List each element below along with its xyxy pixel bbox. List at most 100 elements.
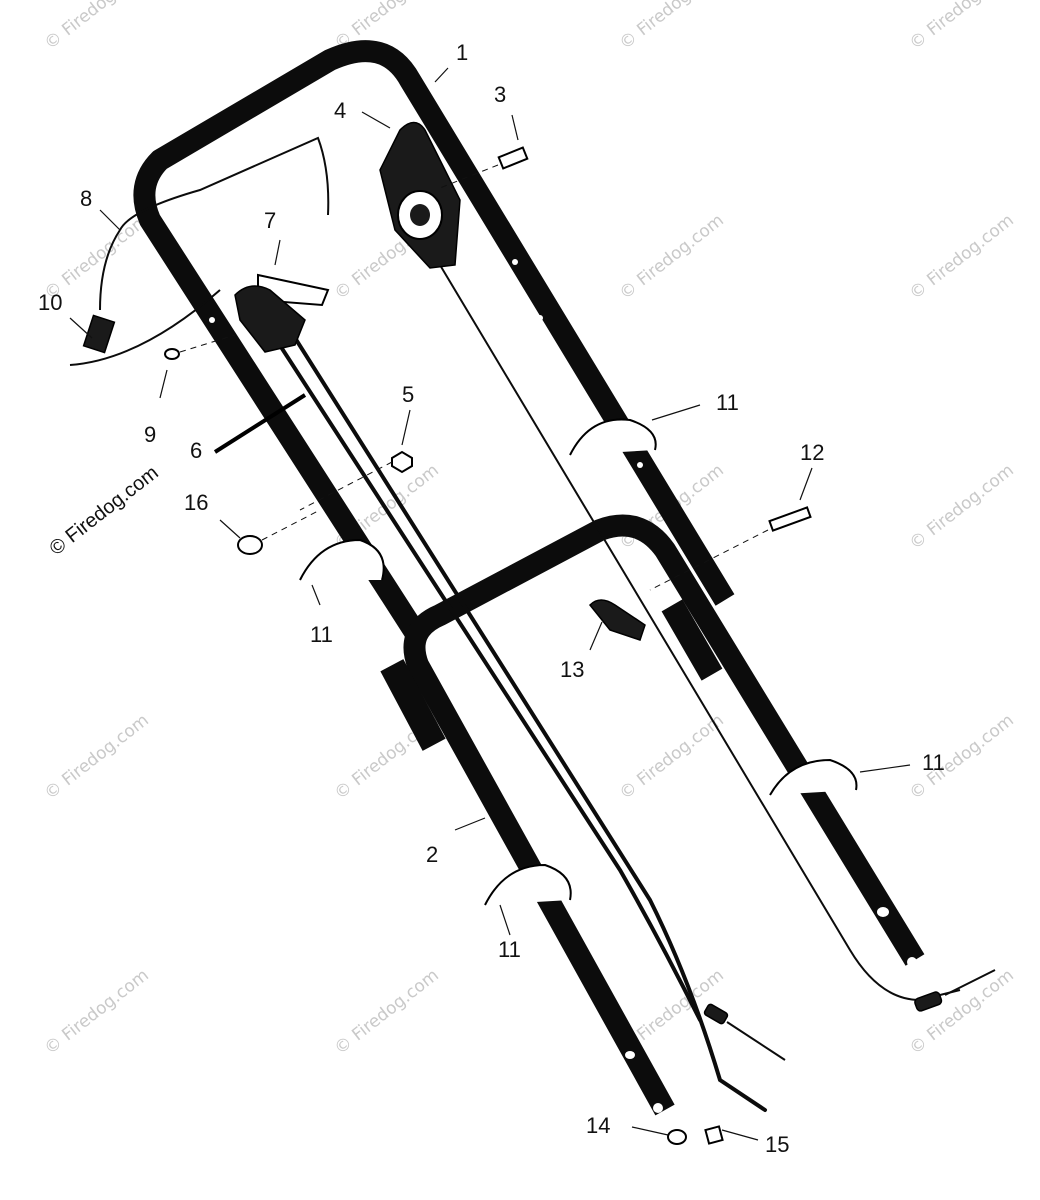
callout-3: 3 (494, 82, 506, 107)
screw-part-9 (164, 334, 236, 360)
leader-line (799, 467, 813, 501)
leader-line (589, 621, 603, 651)
callout-11b: 11 (310, 622, 333, 647)
screw-centerline (179, 334, 236, 353)
knob-centerline (261, 509, 321, 541)
leader-line (99, 209, 121, 231)
cable-end-fitting (703, 1003, 729, 1025)
tube-hole (282, 462, 288, 468)
callout-6: 6 (190, 438, 202, 463)
knob-part-13 (588, 599, 646, 641)
cable-clip (299, 538, 385, 581)
callout-13: 13 (560, 657, 584, 682)
leader-line (511, 114, 519, 141)
leader-line (274, 239, 281, 266)
screw-head (164, 348, 180, 360)
cable-left-a (268, 328, 702, 1022)
lower-handle (380, 514, 925, 1116)
lever-housing (234, 285, 306, 353)
leader-line (159, 369, 168, 399)
leader-line (69, 317, 93, 339)
bolt-head (497, 146, 529, 170)
leader-line (454, 817, 486, 831)
tube-slot (625, 1051, 635, 1059)
knob-part-16 (237, 509, 321, 555)
watermark: © Firedog.com (906, 965, 1018, 1059)
watermark: © Firedog.com (616, 210, 728, 304)
bolt-part-12 (649, 506, 812, 591)
rod-part-6 (213, 393, 307, 454)
nut-part-14 (667, 1129, 687, 1145)
callout-labels: 1 2 3 4 5 6 7 8 9 10 11 11 11 11 12 13 1… (38, 40, 945, 1157)
tube-hole (259, 425, 265, 431)
callout-1: 1 (456, 40, 468, 65)
callout-7: 7 (264, 208, 276, 233)
callout-2: 2 (426, 842, 438, 867)
nut-part-5 (299, 450, 413, 511)
tube-hole (537, 315, 543, 321)
bolt-centerline (649, 529, 769, 591)
leader-line (361, 111, 391, 129)
callout-16: 16 (184, 490, 208, 515)
cable-clip (484, 863, 572, 906)
cable-bail (99, 229, 121, 311)
leader-line (721, 1129, 759, 1141)
watermark: © Firedog.com (41, 710, 153, 804)
bracket-cable (69, 289, 221, 366)
bracket-part-10 (69, 289, 221, 366)
callout-14: 14 (586, 1113, 610, 1138)
cable-upper (119, 136, 330, 231)
tube-hole (512, 259, 518, 265)
callout-5: 5 (402, 382, 414, 407)
leader-line (434, 67, 449, 83)
cables (99, 136, 996, 1112)
callout-11d: 11 (498, 937, 521, 962)
leader-line (311, 584, 321, 606)
watermark: © Firedog.com (331, 965, 443, 1059)
watermark: © Firedog.com (906, 460, 1018, 554)
leader-lines (69, 67, 911, 1141)
bracket-body (82, 314, 116, 354)
tube-sleeve (380, 659, 446, 751)
tube-sleeve (661, 599, 723, 681)
nut-hex (391, 450, 413, 474)
callout-9: 9 (144, 422, 156, 447)
upper-handle-tube (133, 40, 735, 646)
leader-line (859, 764, 911, 773)
callout-4: 4 (334, 98, 346, 123)
tube-end-hole (907, 957, 917, 967)
callout-8: 8 (80, 186, 92, 211)
tube-end-hole (653, 1103, 663, 1113)
tube-slot (877, 907, 889, 917)
control-lever-part-7 (234, 273, 330, 353)
callout-11c: 11 (922, 750, 945, 775)
watermark: © Firedog.com (41, 0, 153, 54)
lower-handle-tube (403, 514, 925, 1116)
watermark-dark: © Firedog.com (46, 462, 163, 560)
callout-12: 12 (800, 440, 824, 465)
control-housing-hub (410, 204, 430, 226)
watermark: © Firedog.com (616, 710, 728, 804)
watermark: © Firedog.com (41, 965, 153, 1059)
leader-line (499, 904, 511, 936)
cable-clips-part-11 (299, 418, 858, 906)
tube-hole (209, 317, 215, 323)
callout-10: 10 (38, 290, 62, 315)
knob-body (237, 535, 263, 555)
bolt-shank (768, 506, 812, 532)
cable-clip (569, 418, 657, 456)
callout-11a: 11 (716, 390, 739, 415)
cable-clip (769, 758, 858, 796)
watermark: © Firedog.com (906, 0, 1018, 54)
control-housing-part-4 (379, 121, 461, 269)
cable-end-wire (944, 969, 996, 996)
callout-15: 15 (765, 1132, 789, 1157)
leader-line (219, 519, 241, 539)
cable-end-wire (726, 1021, 786, 1061)
leader-line (651, 404, 701, 421)
upper-handle (133, 40, 735, 646)
clamp-part-15 (704, 1125, 724, 1145)
cable-left-b (288, 328, 767, 1112)
bolt-part-3 (439, 146, 529, 189)
